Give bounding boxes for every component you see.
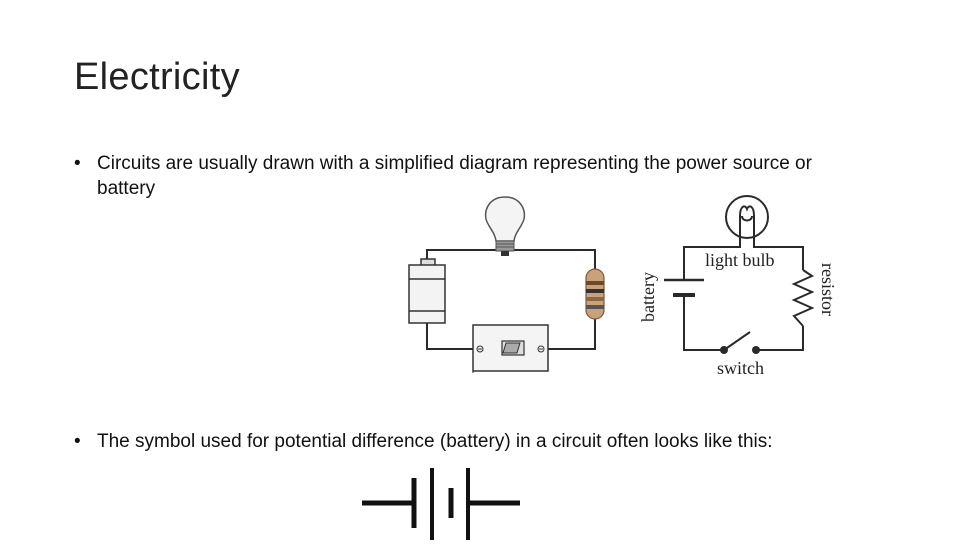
schematic-wires <box>683 242 804 351</box>
switch-symbol-icon <box>720 331 760 354</box>
bullet-marker: • <box>74 153 81 174</box>
pictorial-circuit <box>408 196 605 373</box>
resistor-icon <box>585 268 605 320</box>
label-light-bulb: light bulb <box>705 250 775 270</box>
battery-icon <box>408 258 446 324</box>
label-switch: switch <box>717 358 764 378</box>
bullet-marker: • <box>74 431 81 452</box>
bullet-text: Circuits are usually drawn with a simpli… <box>97 153 812 199</box>
bullet-symbol: • The symbol used for potential differen… <box>74 429 834 454</box>
label-battery: battery <box>638 272 658 322</box>
switch-icon <box>472 324 549 373</box>
resistor-symbol-icon <box>791 269 815 327</box>
bulb-icon <box>484 196 526 256</box>
light-bulb-symbol-icon <box>725 195 769 242</box>
battery-symbol-icon <box>664 278 704 297</box>
battery-cell-symbol <box>362 468 520 540</box>
schematic-circuit: light bulb battery resistor switch <box>638 195 838 378</box>
bullet-circuits: • Circuits are usually drawn with a simp… <box>74 151 834 201</box>
slide-title: Electricity <box>74 56 240 98</box>
bullet-text: The symbol used for potential difference… <box>97 431 773 452</box>
label-resistor: resistor <box>818 263 838 316</box>
